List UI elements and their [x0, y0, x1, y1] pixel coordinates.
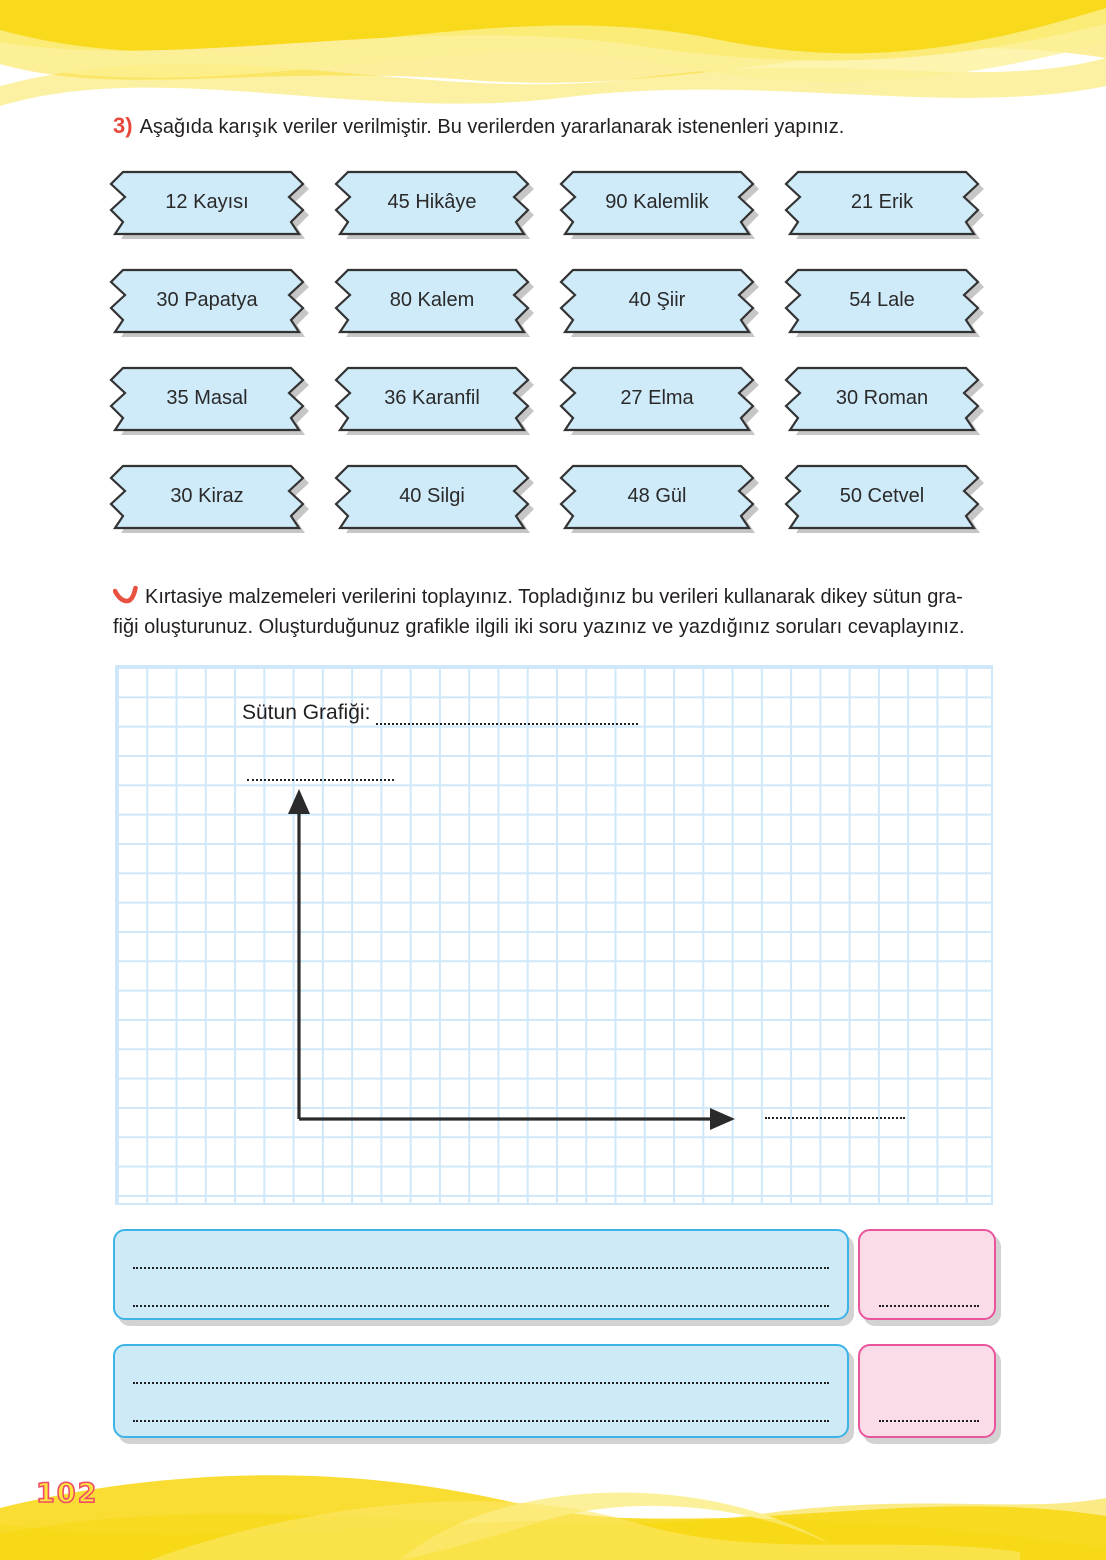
question-text: Aşağıda karışık veriler verilmiştir. Bu …: [139, 116, 845, 138]
chart-axes: [288, 789, 735, 1130]
chart-title-blank[interactable]: [376, 701, 639, 725]
card-label: 50 Cetvel: [839, 484, 925, 507]
question-number: 3): [113, 113, 133, 138]
data-card: 30 Papatya: [107, 268, 315, 340]
data-card: 30 Kiraz: [107, 464, 315, 536]
card-label: 27 Elma: [620, 386, 694, 409]
x-axis-label-blank[interactable]: [765, 1095, 905, 1119]
card-label: 36 Karanfil: [384, 386, 480, 409]
card-label: 35 Masal: [166, 386, 248, 409]
instruction: Kırtasiye malzemeleri verilerini toplayı…: [113, 582, 1008, 642]
score-box-1[interactable]: [858, 1229, 996, 1320]
data-card: 36 Karanfil: [332, 366, 540, 438]
data-cards-grid: 12 Kayısı 45 Hikâye 90 Kalemlik 21 Erik …: [107, 170, 990, 536]
card-label: 45 Hikâye: [387, 190, 477, 213]
data-card: 90 Kalemlik: [557, 170, 765, 242]
answer-box-1[interactable]: [113, 1229, 849, 1320]
card-label: 30 Kiraz: [170, 484, 244, 507]
answer-box-2[interactable]: [113, 1344, 849, 1438]
data-card: 30 Roman: [782, 366, 990, 438]
card-label: 30 Roman: [835, 386, 929, 409]
card-label: 40 Silgi: [399, 484, 465, 507]
answer-row-1: [113, 1229, 996, 1320]
answer-line[interactable]: [133, 1247, 829, 1269]
answer-row-2: [113, 1344, 996, 1438]
answer-line[interactable]: [133, 1362, 829, 1384]
data-card: 21 Erik: [782, 170, 990, 242]
checkmark-icon: [113, 585, 138, 604]
instruction-line-2: fiği oluşturunuz. Oluşturduğunuz grafikl…: [113, 616, 965, 638]
y-axis-label-blank[interactable]: [247, 757, 394, 781]
score-line[interactable]: [879, 1285, 979, 1307]
data-card: 80 Kalem: [332, 268, 540, 340]
card-label: 21 Erik: [850, 190, 914, 213]
data-card: 40 Şiir: [557, 268, 765, 340]
data-card: 48 Gül: [557, 464, 765, 536]
data-card: 50 Cetvel: [782, 464, 990, 536]
page-number: 102: [35, 1477, 99, 1510]
score-line[interactable]: [879, 1400, 979, 1422]
data-card: 12 Kayısı: [107, 170, 315, 242]
card-label: 30 Papatya: [156, 288, 258, 311]
bottom-wave-decoration: [0, 1475, 1106, 1560]
instruction-line-1: Kırtasiye malzemeleri verilerini toplayı…: [145, 586, 963, 608]
card-label: 80 Kalem: [389, 288, 475, 311]
chart-grid: Sütun Grafiği:: [115, 665, 993, 1205]
score-box-2[interactable]: [858, 1344, 996, 1438]
chart-title-label: Sütun Grafiği:: [242, 701, 371, 724]
x-axis-arrow-icon: [710, 1108, 735, 1130]
data-card: 45 Hikâye: [332, 170, 540, 242]
top-wave-decoration: [0, 0, 1106, 106]
data-card: 35 Masal: [107, 366, 315, 438]
data-card: 54 Lale: [782, 268, 990, 340]
card-label: 48 Gül: [627, 484, 687, 507]
answer-line[interactable]: [133, 1285, 829, 1307]
question: 3) Aşağıda karışık veriler verilmiştir. B…: [113, 112, 1013, 141]
answer-line[interactable]: [133, 1400, 829, 1422]
card-label: 12 Kayısı: [165, 190, 249, 213]
data-card: 27 Elma: [557, 366, 765, 438]
card-label: 40 Şiir: [628, 288, 686, 311]
y-axis-arrow-icon: [288, 789, 310, 814]
data-card: 40 Silgi: [332, 464, 540, 536]
card-label: 54 Lale: [849, 288, 915, 311]
card-label: 90 Kalemlik: [605, 190, 709, 213]
